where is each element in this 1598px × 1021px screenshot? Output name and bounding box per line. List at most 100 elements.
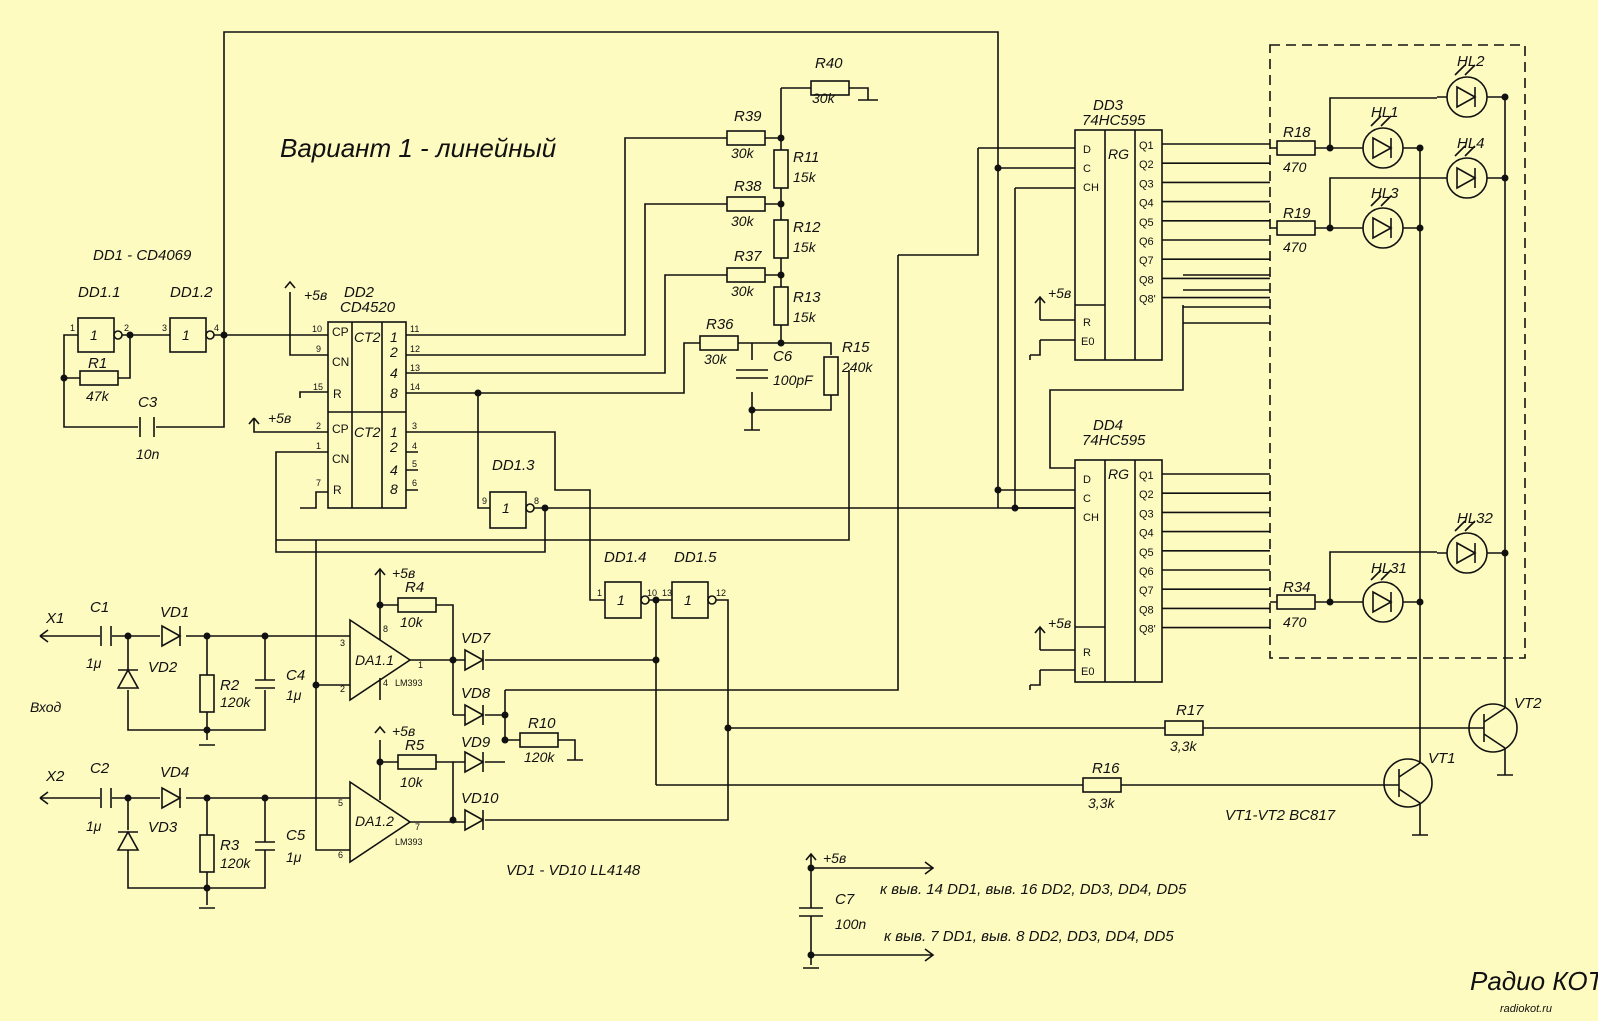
svg-text:CP: CP xyxy=(332,422,349,436)
svg-text:9: 9 xyxy=(316,344,321,354)
svg-text:HL3: HL3 xyxy=(1371,185,1399,202)
svg-text:3: 3 xyxy=(162,323,167,333)
diode-icon xyxy=(161,624,182,648)
dd2-counter: CT2 CT2 CP CN R CP CN R 1 2 4 8 1 2 4 8 xyxy=(327,321,407,509)
led-icon xyxy=(1353,569,1413,623)
led-icon xyxy=(1437,520,1497,574)
svg-text:VT2: VT2 xyxy=(1514,695,1542,712)
svg-text:13: 13 xyxy=(662,588,672,598)
dd1-5-label: DD1.5 xyxy=(674,549,717,566)
diode-icon xyxy=(161,786,182,810)
svg-text:15k: 15k xyxy=(793,239,817,255)
svg-text:2: 2 xyxy=(389,344,398,360)
watermark-url: radiokot.ru xyxy=(1500,1003,1552,1015)
svg-text:12: 12 xyxy=(410,344,420,354)
svg-text:HL4: HL4 xyxy=(1457,135,1485,152)
svg-text:8: 8 xyxy=(383,624,388,634)
led-icon xyxy=(1437,64,1497,118)
dd3-label: DD3 xyxy=(1093,97,1124,114)
svg-text:2: 2 xyxy=(316,421,321,431)
diagram-title: Вариант 1 - линейный xyxy=(280,133,556,163)
diode-icon xyxy=(464,703,485,727)
input-pin-label: D xyxy=(1083,144,1091,156)
svg-text:LM393: LM393 xyxy=(395,678,423,688)
svg-text:4: 4 xyxy=(383,678,388,688)
resistor-ladder xyxy=(699,80,850,396)
svg-text:4: 4 xyxy=(390,462,398,478)
svg-text:R11: R11 xyxy=(793,149,819,166)
r1-resistor xyxy=(79,370,119,386)
dd1-3-label: DD1.3 xyxy=(492,457,535,474)
svg-text:30k: 30k xyxy=(812,90,836,106)
svg-text:VD8: VD8 xyxy=(461,685,491,702)
input-pin-label: CH xyxy=(1083,512,1099,524)
enable-pin-label: E0 xyxy=(1081,666,1094,678)
svg-text:CN: CN xyxy=(332,355,349,369)
da1-2-comparator xyxy=(349,780,412,864)
led-icon xyxy=(1353,195,1413,249)
svg-text:VD3: VD3 xyxy=(148,819,178,836)
svg-text:15: 15 xyxy=(313,382,323,392)
dd1-label: DD1 - CD4069 xyxy=(93,247,192,264)
svg-text:HL2: HL2 xyxy=(1457,53,1485,70)
svg-text:HL32: HL32 xyxy=(1457,510,1494,527)
svg-text:RG: RG xyxy=(1108,466,1129,482)
svg-text:R4: R4 xyxy=(405,579,424,596)
svg-text:100n: 100n xyxy=(835,916,866,932)
svg-text:6: 6 xyxy=(338,850,343,860)
svg-text:1: 1 xyxy=(597,588,602,598)
q-pin-label: Q3 xyxy=(1139,508,1154,520)
reset-pin-label: R xyxy=(1083,647,1091,659)
svg-text:C6: C6 xyxy=(773,348,793,365)
svg-text:120k: 120k xyxy=(524,749,555,765)
svg-text:1: 1 xyxy=(418,660,423,670)
power-note-gnd: к выв. 7 DD1, выв. 8 DD2, DD3, DD4, DD5 xyxy=(884,928,1174,945)
svg-text:2: 2 xyxy=(124,323,129,333)
svg-text:R15: R15 xyxy=(842,339,870,356)
led-matrix-box xyxy=(1269,44,1526,659)
svg-text:6: 6 xyxy=(412,478,417,488)
svg-text:+5в: +5в xyxy=(304,287,327,303)
svg-text:1: 1 xyxy=(684,592,692,608)
svg-text:C5: C5 xyxy=(286,827,306,844)
enable-pin-label: E0 xyxy=(1081,336,1094,348)
svg-text:8: 8 xyxy=(390,481,398,497)
dd4-type: 74HC595 xyxy=(1082,432,1146,449)
svg-text:15k: 15k xyxy=(793,169,817,185)
dd3-shift-register: RG xyxy=(1074,129,1163,361)
svg-text:1: 1 xyxy=(502,500,510,516)
dd1-1-label: DD1.1 xyxy=(78,284,121,301)
svg-text:3: 3 xyxy=(412,421,417,431)
svg-text:R39: R39 xyxy=(734,108,762,125)
svg-text:VD10: VD10 xyxy=(461,790,499,807)
input-pin-label: C xyxy=(1083,163,1091,175)
svg-text:X2: X2 xyxy=(45,768,65,785)
svg-text:5: 5 xyxy=(338,798,343,808)
q-pin-label: Q2 xyxy=(1139,159,1154,171)
q-pin-label: Q2 xyxy=(1139,489,1154,501)
svg-text:R16: R16 xyxy=(1092,760,1120,777)
svg-text:LM393: LM393 xyxy=(395,837,423,847)
svg-text:R40: R40 xyxy=(815,55,843,72)
q-pin-label: Q4 xyxy=(1139,198,1154,210)
dd2-label: DD2 xyxy=(344,284,375,301)
svg-text:CT2: CT2 xyxy=(354,329,381,345)
r1-value: 47k xyxy=(86,388,110,404)
svg-text:C4: C4 xyxy=(286,667,305,684)
svg-text:2: 2 xyxy=(340,684,345,694)
svg-text:DA1.2: DA1.2 xyxy=(355,813,394,829)
svg-text:VD1: VD1 xyxy=(160,604,189,621)
svg-text:9: 9 xyxy=(482,496,487,506)
svg-text:VD9: VD9 xyxy=(461,734,491,751)
vt1-transistor xyxy=(1383,150,1433,836)
svg-text:R5: R5 xyxy=(405,737,425,754)
diode-icon xyxy=(464,648,485,672)
svg-text:30k: 30k xyxy=(704,351,728,367)
svg-text:X1: X1 xyxy=(45,610,64,627)
svg-text:1μ: 1μ xyxy=(86,655,102,671)
svg-text:1: 1 xyxy=(617,592,625,608)
svg-text:+5в: +5в xyxy=(392,723,415,739)
